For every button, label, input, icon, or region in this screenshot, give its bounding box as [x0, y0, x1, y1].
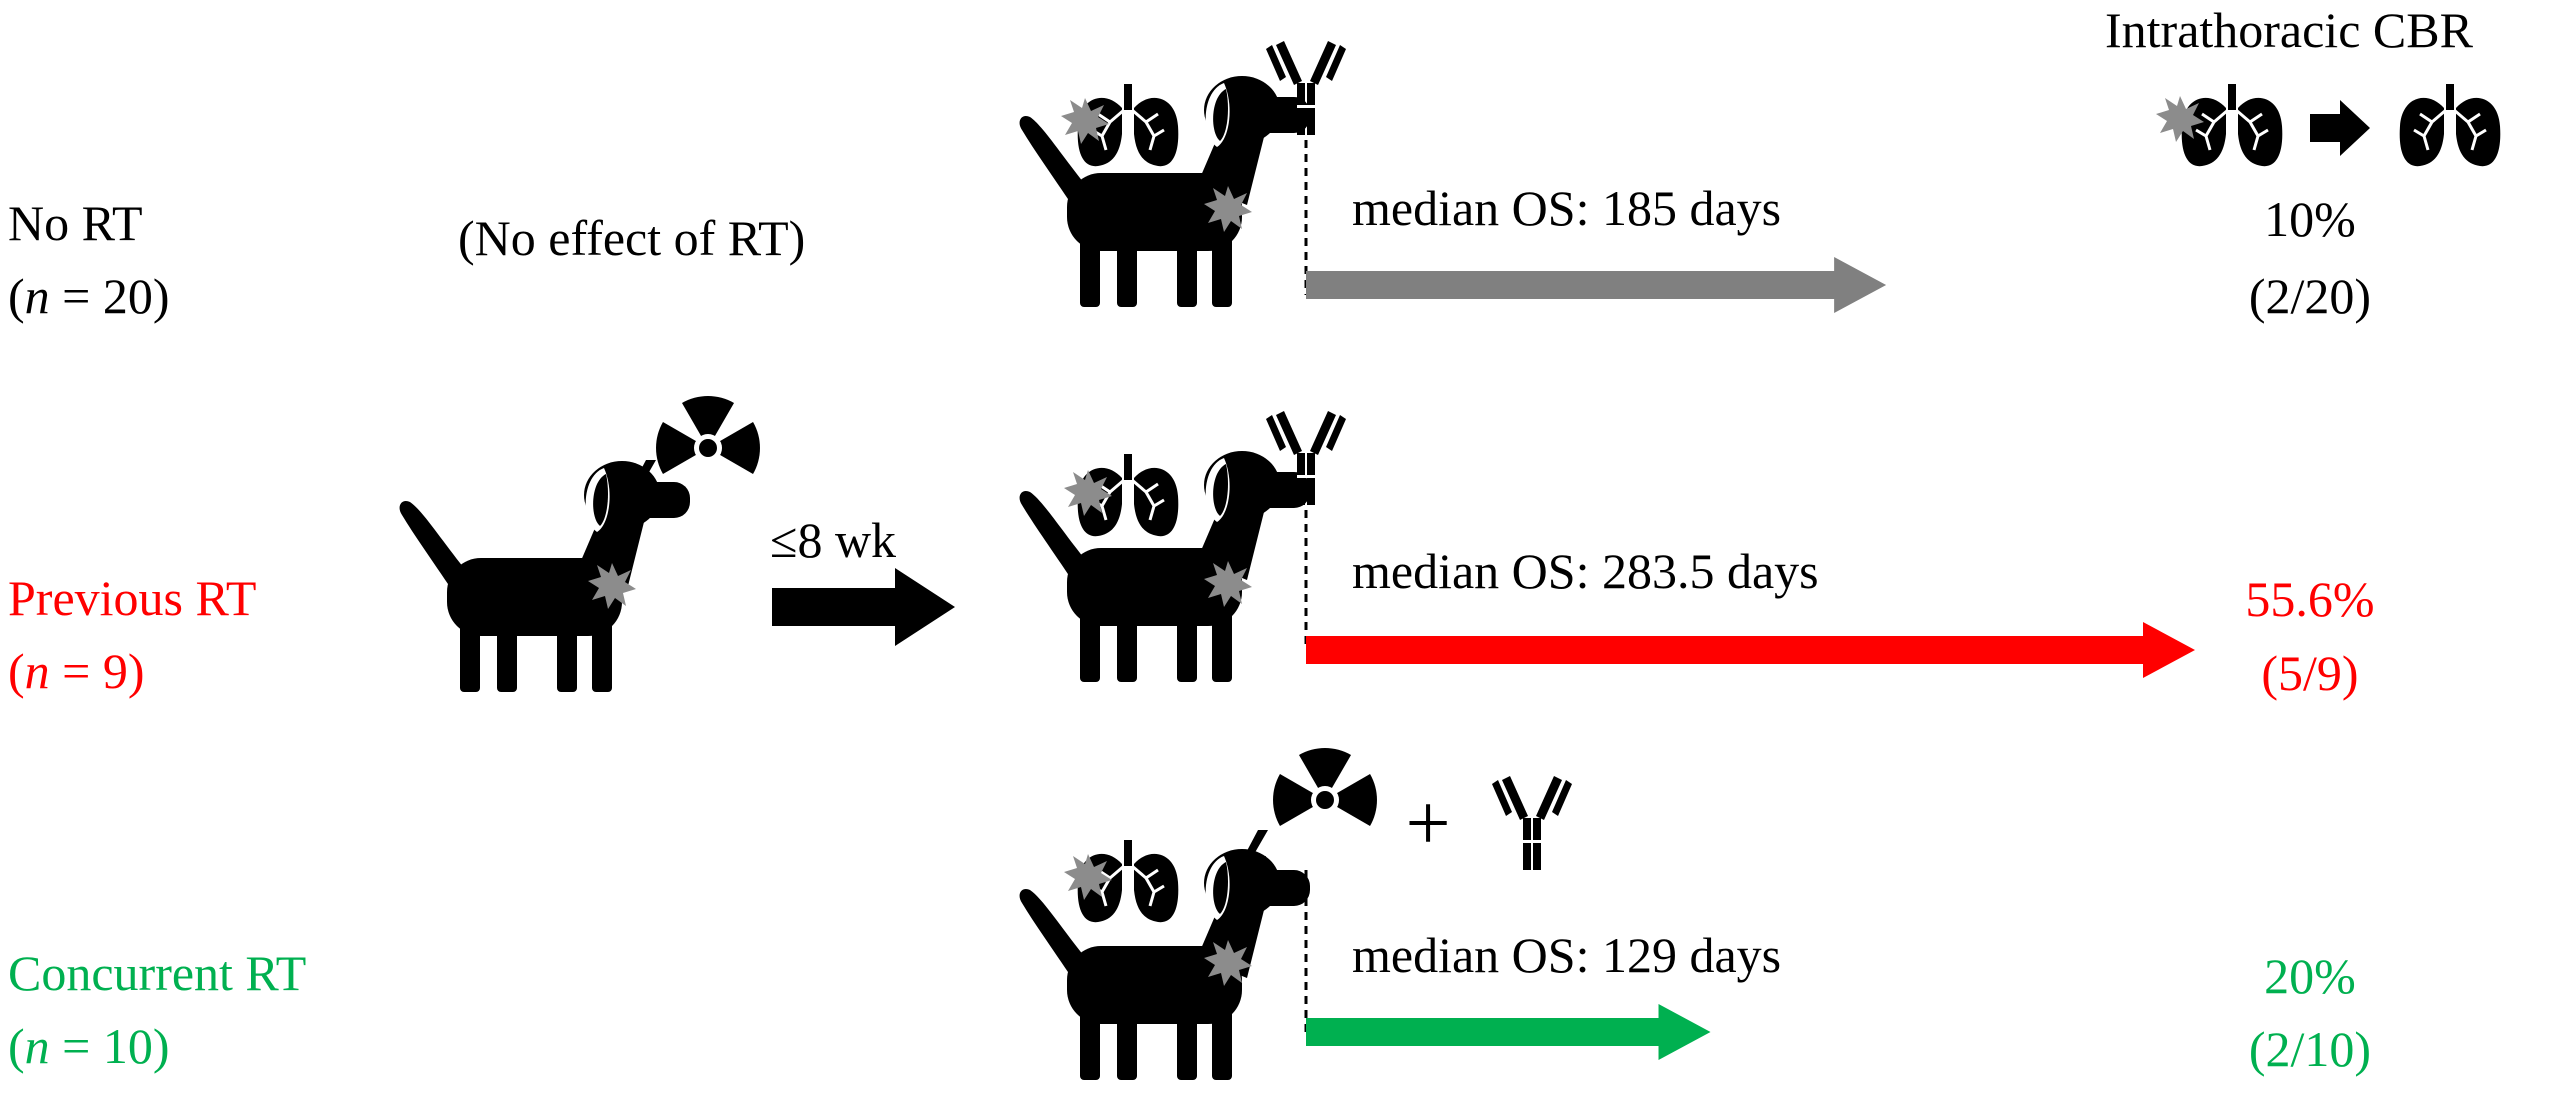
group-n: (n = 10)	[8, 1018, 170, 1074]
group-label: Previous RT	[8, 570, 256, 626]
radiation-icon	[640, 396, 776, 487]
median-os-arrow	[1306, 257, 1887, 313]
row-previous-rt: Previous RT (n = 9)	[8, 570, 256, 699]
lungs-icon	[2180, 82, 2284, 168]
cbr-percent: 20%	[2264, 948, 2356, 1004]
median-os-arrow	[1306, 622, 2195, 678]
median-os-label: median OS: 129 days	[1352, 927, 1781, 983]
row-no-rt: No RT (n = 20) (No effect of RT) median …	[8, 41, 2371, 324]
interval-arrow	[772, 568, 955, 646]
plus-sign: +	[1405, 780, 1450, 868]
cbr-percent: 10%	[2264, 191, 2356, 247]
lungs-icon	[2398, 82, 2502, 168]
no-effect-note: (No effect of RT)	[458, 210, 805, 266]
row-previous-rt-icons: ≤8 wk median OS: 283.5 days 55.6% (5/9)	[399, 396, 2375, 701]
antibody-icon	[1492, 776, 1572, 870]
median-os-arrow	[1306, 1004, 1711, 1060]
cbr-percent: 55.6%	[2245, 571, 2374, 627]
group-n: (n = 20)	[8, 268, 170, 324]
cbr-fraction: (2/20)	[2249, 268, 2371, 324]
cbr-fraction: (2/10)	[2249, 1021, 2371, 1077]
group-label: No RT	[8, 195, 143, 251]
header-title: Intrathoracic CBR	[2105, 2, 2474, 58]
cbr-fraction: (5/9)	[2261, 645, 2358, 701]
cbr-legend	[2156, 82, 2502, 168]
interval-label: ≤8 wk	[770, 512, 896, 568]
group-label: Concurrent RT	[8, 945, 306, 1001]
arrow-right-icon	[2310, 100, 2370, 156]
dog-icon	[399, 461, 690, 692]
radiation-icon	[1257, 748, 1393, 839]
group-n: (n = 9)	[8, 643, 145, 699]
median-os-label: median OS: 185 days	[1352, 180, 1781, 236]
row-concurrent-rt: Concurrent RT (n = 10) + median OS: 129 …	[8, 748, 2371, 1080]
median-os-label: median OS: 283.5 days	[1352, 543, 1819, 599]
